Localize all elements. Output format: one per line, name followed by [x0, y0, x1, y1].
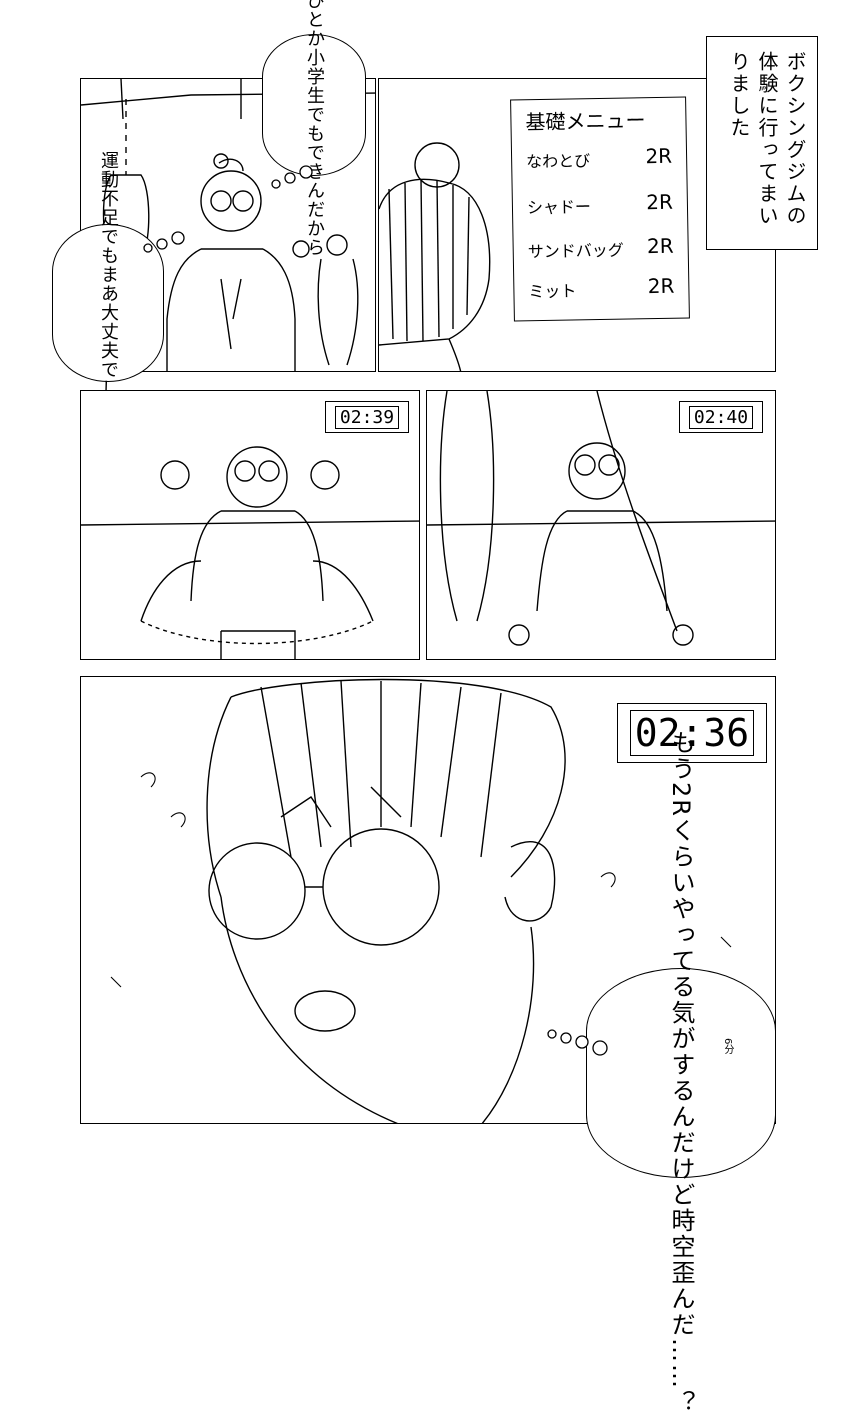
menu-item-rounds: 2R [646, 189, 674, 215]
panel-jump-rope-1: 02:39 [80, 390, 420, 660]
caption-text: ボクシングジムの体験に行ってまいりました [727, 51, 807, 227]
menu-title: 基礎メニュー [525, 108, 646, 135]
menu-board: 基礎メニュー なわとび 2R シャドー 2R サンドバッグ 2R ミット 2R [510, 96, 690, 322]
panel-jump-rope-2-art [427, 391, 775, 646]
manga-page: 基礎メニュー なわとび 2R シャドー 2R サンドバッグ 2R ミット 2R … [52, 0, 818, 1416]
menu-item-rounds: 2R [647, 273, 675, 299]
timer-display: 02:36 [617, 703, 767, 763]
annotation-six-minutes: 6分 [722, 1038, 733, 1055]
menu-item-rounds: 2R [645, 143, 673, 169]
panel-close-up-face-art [110, 678, 732, 1123]
thought-dots-rope [271, 165, 313, 189]
timer-display: 02:40 [679, 401, 763, 433]
menu-item-name: ミット [528, 281, 577, 302]
menu-item-name: サンドバッグ [527, 240, 624, 262]
speech-bubble-rope: 縄跳びとか 小学生でも できんだから [262, 0, 366, 257]
menu-row-sandbag: サンドバッグ 2R [527, 233, 677, 263]
menu-item-name: シャドー [526, 197, 592, 218]
menu-item-name: なわとび [525, 151, 591, 172]
panel-jump-rope-1-art [81, 446, 419, 659]
caption-box: ボクシングジムの体験に行ってまいりました [706, 36, 818, 250]
speech-bubble-time-warp: もう2Rくらい やってる気が するんだけど 時空歪んだ……？ [586, 730, 776, 1416]
menu-row-rope: なわとび 2R [525, 143, 676, 173]
thought-dots-exercise [143, 231, 185, 253]
menu-item-rounds: 2R [646, 233, 674, 259]
panel-menu-board-art [379, 142, 491, 371]
timer-display: 02:39 [325, 401, 409, 433]
panel-jump-rope-2: 02:40 [426, 390, 776, 660]
menu-row-shadow: シャドー 2R [526, 189, 677, 219]
menu-row-mitt: ミット 2R [528, 273, 678, 303]
thought-dots-final [547, 1029, 608, 1056]
